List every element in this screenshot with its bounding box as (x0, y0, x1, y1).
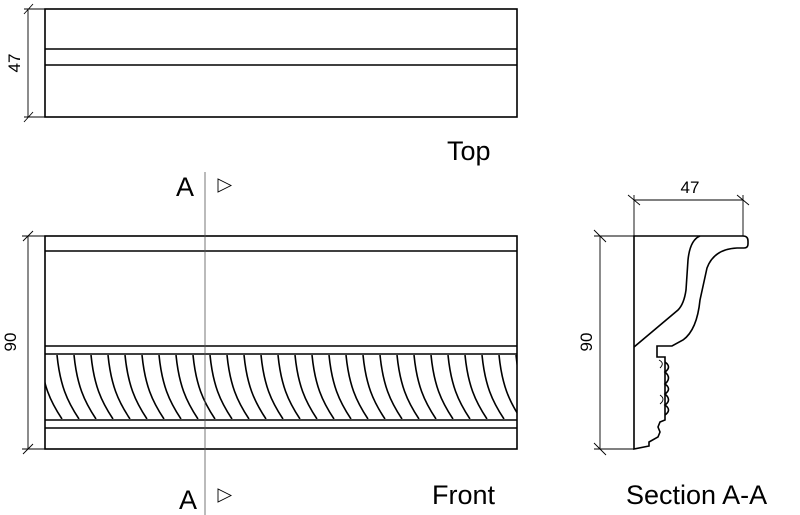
rope-strand (481, 355, 505, 419)
rope-strand (158, 355, 182, 419)
rope-strand (533, 355, 555, 419)
rope-strand (141, 355, 165, 419)
rope-strand (73, 355, 97, 419)
section-height-dimension: 90 (577, 229, 634, 456)
top-view-outline (44, 8, 518, 118)
section-cut-line: A A (176, 172, 233, 515)
front-dimension-text: 90 (1, 333, 20, 352)
rope-strand (260, 355, 284, 419)
rope-strand (124, 355, 148, 419)
triangle-right-icon (217, 488, 233, 503)
rope-strand (464, 355, 488, 419)
top-view: 47 Top (5, 3, 518, 166)
rope-strand (413, 355, 437, 419)
section-height-text: 90 (577, 333, 596, 352)
section-view: 47 90 Section A-A (577, 178, 767, 510)
front-view: 90 Front (1, 230, 555, 510)
rope-strand (45, 380, 63, 419)
rope-strand (192, 355, 216, 419)
rope-strand (379, 355, 403, 419)
rope-strand (311, 355, 335, 419)
top-dimension-text: 47 (5, 54, 24, 73)
front-view-label: Front (432, 480, 496, 510)
top-dimension: 47 (5, 3, 45, 123)
rope-strand (396, 355, 420, 419)
rope-strand (90, 355, 114, 419)
rope-strand (447, 355, 471, 419)
rope-strand (107, 355, 131, 419)
rope-strand (175, 355, 199, 419)
rope-strand (294, 355, 318, 419)
top-view-label: Top (447, 136, 491, 166)
rope-strand (56, 355, 80, 419)
rope-strand (430, 355, 454, 419)
rope-strand (328, 355, 352, 419)
rope-strand (226, 355, 250, 419)
rope-strand (515, 355, 517, 369)
section-width-text: 47 (681, 178, 700, 197)
triangle-right-icon (217, 178, 233, 193)
rope-strand (243, 355, 267, 419)
rope-strand (345, 355, 369, 419)
section-width-dimension: 47 (627, 178, 750, 236)
rope-ornament (45, 355, 555, 419)
rope-strand (277, 355, 301, 419)
section-marker-top-letter: A (176, 172, 194, 202)
section-view-label: Section A-A (626, 480, 767, 510)
rope-strand (498, 355, 517, 415)
section-marker-bottom-letter: A (179, 485, 197, 515)
section-profile (633, 235, 749, 450)
rope-strand (362, 355, 386, 419)
rope-strand (45, 417, 46, 419)
front-view-outline (44, 235, 518, 450)
rope-strand (209, 355, 233, 419)
front-dimension: 90 (1, 230, 45, 455)
